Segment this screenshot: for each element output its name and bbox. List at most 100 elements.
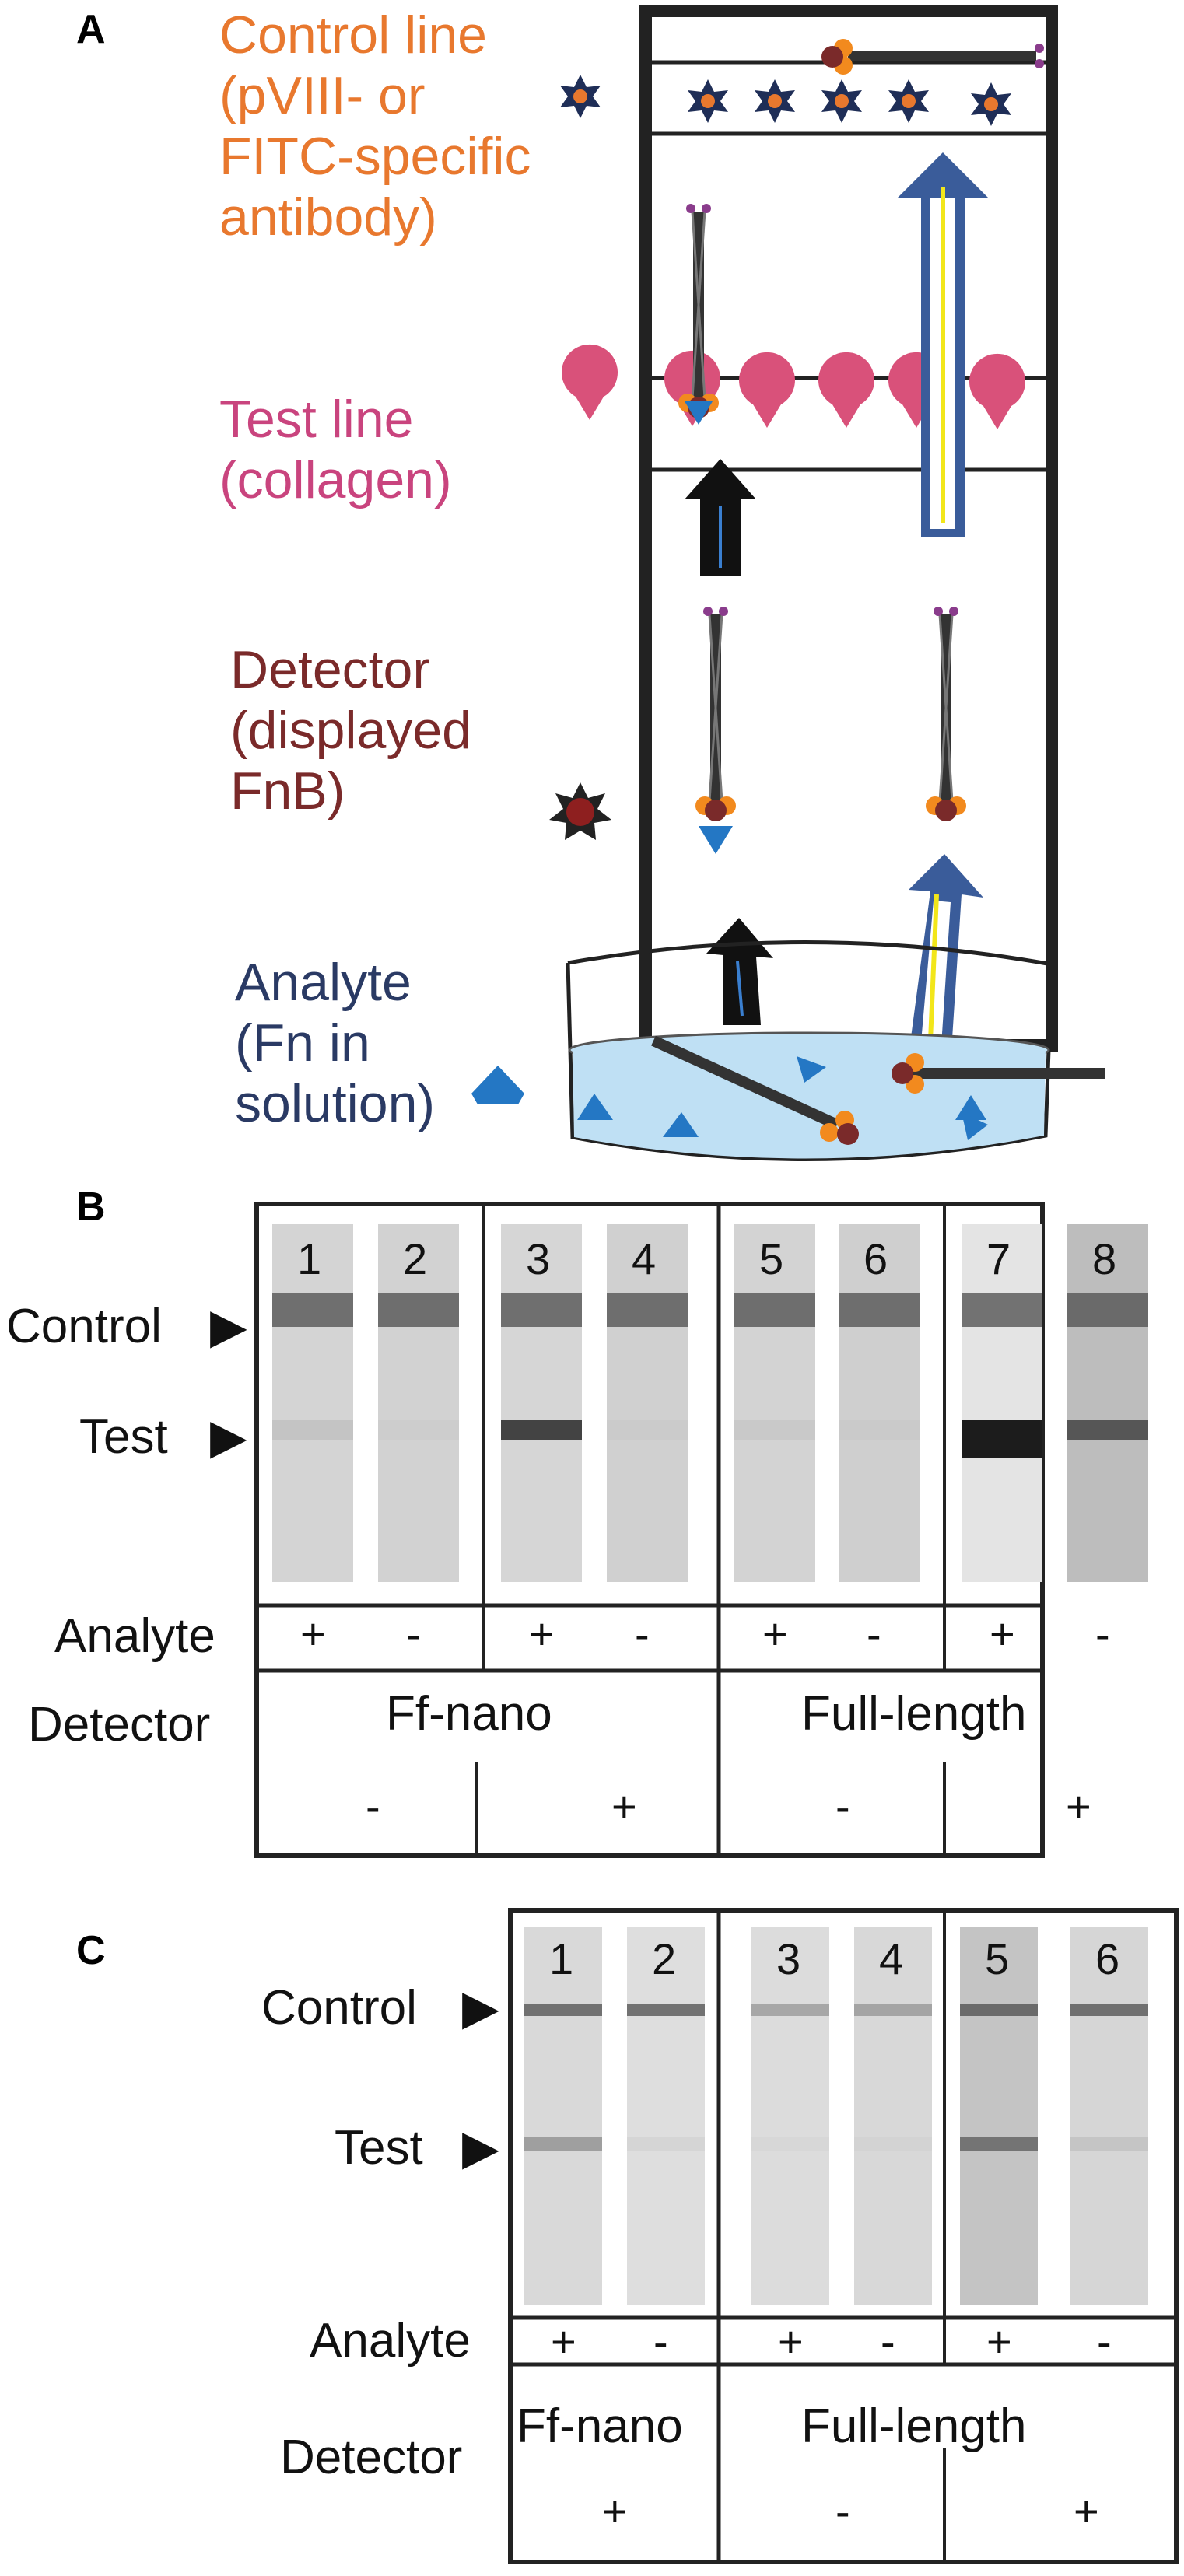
panel-c-test-label: Test <box>335 2121 423 2175</box>
analyte-label-2: (Fn in <box>235 1013 370 1073</box>
panel-b-analyte-label: Analyte <box>54 1609 215 1663</box>
panel-c-detector-label: Detector <box>280 2431 463 2484</box>
panel-c-analyte-sign-6: - <box>1097 2317 1112 2366</box>
detector-phage-left-icon <box>695 607 736 854</box>
panel-b-detector-group-2: Full-length <box>801 1687 1027 1741</box>
panel-b-strip-2 <box>378 1224 459 1582</box>
panel-c-strip-1 <box>524 1927 602 2305</box>
detector-label-3: FnB) <box>230 761 345 821</box>
panel-c-detector-sign-1: + <box>602 2487 628 2536</box>
panel-b-detector-sign-4: + <box>1066 1782 1091 1831</box>
bound-phage-control-icon <box>821 39 1044 75</box>
control-line-label-3: FITC-specific <box>219 127 531 186</box>
panel-c-strip-3 <box>751 1927 829 2305</box>
panel-c-lane-number-6: 6 <box>1095 1934 1120 1983</box>
panel-b-detector-sign-2: + <box>611 1782 637 1831</box>
panel-b-analyte-sign-5: + <box>762 1609 788 1658</box>
panel-c-detector-group-2: Full-length <box>801 2399 1027 2453</box>
panel-c-analyte-sign-1: + <box>551 2317 576 2366</box>
panel-b-detector-sign-1: - <box>366 1782 380 1831</box>
panel-c-control-band-3 <box>751 2004 829 2016</box>
panel-b-lane-number-8: 8 <box>1092 1234 1117 1283</box>
detector-label-1: Detector <box>230 640 430 699</box>
panel-b-analyte-sign-8: - <box>1095 1609 1110 1658</box>
flow-arrow-right-icon <box>898 152 988 1062</box>
test-line-label-2: (collagen) <box>219 450 452 509</box>
panel-c-test-band-3 <box>751 2137 829 2151</box>
panel-b-test-arrow-icon: ▶ <box>210 1410 247 1464</box>
panel-b-analyte-sign-2: - <box>406 1609 421 1658</box>
panel-c-letter: C <box>76 1928 106 1973</box>
panel-b-test-band-8 <box>1067 1420 1148 1440</box>
panel-c-lane-number-4: 4 <box>879 1934 904 1983</box>
panel-b-strip-7 <box>962 1224 1042 1582</box>
panel-c-control-arrow-icon: ▶ <box>462 1981 499 2035</box>
panel-a-letter: A <box>76 7 106 52</box>
panel-c-detector-sign-2: - <box>835 2487 850 2536</box>
panel-b-analyte-sign-7: + <box>990 1609 1015 1658</box>
panel-b-test-label: Test <box>79 1410 168 1464</box>
analyte-label: Analyte (Fn in solution) <box>235 952 435 1134</box>
bound-phage-test-icon <box>678 204 719 425</box>
panel-b-analyte-sign-4: - <box>635 1609 650 1658</box>
panel-c-strip-5 <box>960 1927 1038 2305</box>
panel-b-analyte-sign-6: - <box>867 1609 881 1658</box>
panel-b-lane-number-1: 1 <box>297 1234 322 1283</box>
panel-b-test-band-1 <box>272 1420 353 1440</box>
lateral-flow-schematic <box>471 5 1105 1161</box>
panel-c-detector-group-1: Ff-nano <box>517 2399 683 2453</box>
panel-c-analyte-label: Analyte <box>310 2314 471 2368</box>
panel-b-test-band-7 <box>962 1420 1042 1458</box>
panel-b-test-band-5 <box>734 1420 815 1440</box>
panel-c-analyte-sign-2: - <box>653 2317 668 2366</box>
panel-b-control-label: Control <box>6 1300 162 1353</box>
panel-b-lane-number-4: 4 <box>632 1234 657 1283</box>
panel-b-control-band-6 <box>839 1293 920 1327</box>
control-line-label-4: antibody) <box>219 187 437 247</box>
detector-label-2: (displayed <box>230 701 471 760</box>
panel-c-lane-number-2: 2 <box>652 1934 677 1983</box>
panel-c-lane-number-3: 3 <box>776 1934 801 1983</box>
panel-b-lane-number-5: 5 <box>759 1234 784 1283</box>
panel-c-strip-4 <box>854 1927 932 2305</box>
panel-b-strip-3 <box>501 1224 582 1582</box>
panel-c-control-band-1 <box>524 2004 602 2016</box>
panel-c-lane-number-5: 5 <box>985 1934 1010 1983</box>
panel-c-analyte-sign-4: - <box>881 2317 895 2366</box>
panel-b-control-band-3 <box>501 1293 582 1327</box>
panel-b-detector-label: Detector <box>28 1698 211 1752</box>
panel-b-control-arrow-icon: ▶ <box>210 1300 247 1353</box>
panel-b-control-band-2 <box>378 1293 459 1327</box>
panel-b-lane-number-3: 3 <box>526 1234 551 1283</box>
panel-c-lane-number-1: 1 <box>549 1934 574 1983</box>
panel-b-control-band-8 <box>1067 1293 1148 1327</box>
control-line-label: Control line (pVIII- or FITC-specific an… <box>219 5 531 247</box>
panel-c-analyte-sign-5: + <box>986 2317 1012 2366</box>
panel-c-control-band-4 <box>854 2004 932 2016</box>
panel-b-strip-5 <box>734 1224 815 1582</box>
control-line-label-2: (pVIII- or <box>219 66 426 125</box>
panel-b-test-band-3 <box>501 1420 582 1440</box>
panel-c-test-band-5 <box>960 2137 1038 2151</box>
panel-c-control-band-6 <box>1070 2004 1148 2016</box>
panel-b-strip-4 <box>607 1224 688 1582</box>
panel-c-control-band-5 <box>960 2004 1038 2016</box>
panel-b-control-band-1 <box>272 1293 353 1327</box>
panel-c-detector-sign-3: + <box>1074 2487 1099 2536</box>
panel-c-test-band-2 <box>627 2137 705 2151</box>
panel-c-control-band-2 <box>627 2004 705 2016</box>
panel-c-test-band-4 <box>854 2137 932 2151</box>
panel-c-strip-2 <box>627 1927 705 2305</box>
panel-b-lane-number-6: 6 <box>863 1234 888 1283</box>
panel-c-strip-6 <box>1070 1927 1148 2305</box>
panel-b-strip-1 <box>272 1224 353 1582</box>
control-line-label-1: Control line <box>219 5 487 65</box>
panel-b-lane-number-7: 7 <box>986 1234 1011 1283</box>
panel-b-detector-sign-3: - <box>835 1782 850 1831</box>
analyte-legend-icon <box>471 1066 524 1104</box>
panel-b-analyte-sign-1: + <box>300 1609 326 1658</box>
solution-dish-icon <box>566 940 1105 1161</box>
panel-c-test-band-6 <box>1070 2137 1148 2151</box>
